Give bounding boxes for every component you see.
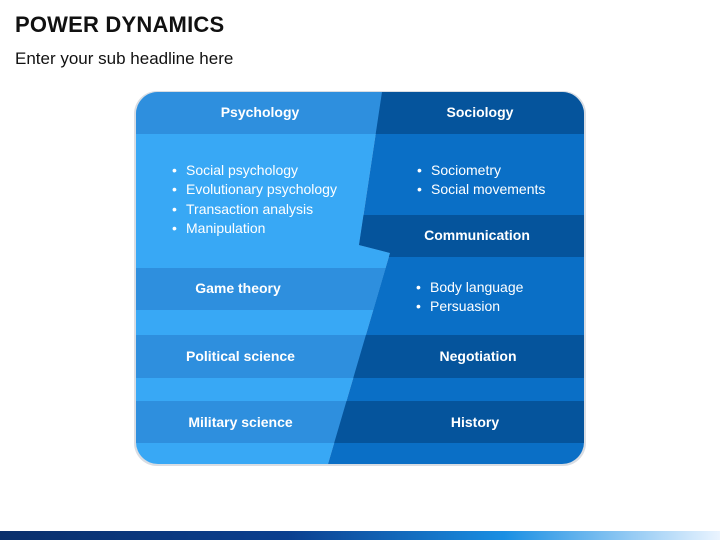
left-row-label-political-science: Political science [186,348,295,364]
left-header-label: Psychology [220,104,300,120]
list-item: •Sociometry [417,161,545,180]
left-row-label-military-science: Military science [188,414,293,430]
footer-gradient-bar [0,531,720,540]
right-header-label: Sociology [446,104,514,120]
right-row-label-communication: Communication [424,227,530,243]
right-row-band-history [328,401,584,443]
list-item: •Evolutionary psychology [172,180,337,199]
bullet-dot-icon: • [416,279,421,295]
right-bullet-list-1: •Sociometry •Social movements [417,161,545,200]
left-row-label-game-theory: Game theory [195,280,281,296]
list-item: •Transaction analysis [172,200,337,219]
list-item: •Social psychology [172,161,337,180]
right-row-band-negotiation [328,335,584,378]
left-row-band-game-theory [136,268,390,310]
list-item: •Social movements [417,180,545,199]
left-bullet-list: •Social psychology •Evolutionary psychol… [172,161,337,239]
bullet-dot-icon: • [417,162,422,178]
page-subtitle: Enter your sub headline here [15,49,234,68]
left-header-band [136,92,390,134]
bullet-dot-icon: • [417,181,422,198]
bullet-dot-icon: • [172,200,177,217]
bullet-dot-icon: • [172,181,177,198]
list-item: •Persuasion [416,297,523,316]
list-item: •Manipulation [172,219,337,238]
right-bullet-list-2: •Body language •Persuasion [416,278,523,317]
bullet-dot-icon: • [416,298,421,315]
bullet-dot-icon: • [172,162,177,178]
right-row-label-negotiation: Negotiation [439,348,517,364]
left-panel [136,92,390,464]
page-title: POWER DYNAMICS [15,12,225,37]
list-item: •Body language [416,278,523,297]
right-row-label-history: History [450,414,500,430]
left-row-band-political-science [136,335,390,378]
bullet-dot-icon: • [172,220,177,237]
